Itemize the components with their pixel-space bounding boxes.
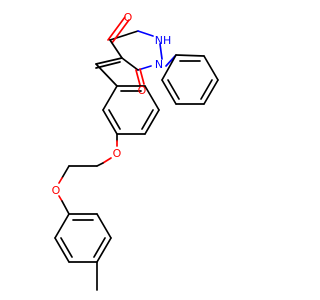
- phenylene-bond-4: [144, 109, 160, 135]
- bond-nh-n: [159, 43, 163, 60]
- carbonyl-bond-upper-2: [111, 19, 130, 44]
- tolyl-bond-6: [54, 213, 70, 239]
- phenylene-ring: [102, 85, 160, 135]
- phenyl-bond-2: [203, 55, 219, 81]
- bond-o2-aryl: [61, 200, 70, 215]
- phenyl-bond-3: [203, 79, 219, 105]
- atom-label-ether-o-1: O: [113, 147, 122, 160]
- tolyl-bond-5: [54, 237, 70, 263]
- benzylidene-link: [95, 39, 123, 87]
- carbonyl-bond-lower-2: [139, 68, 145, 85]
- phenylene-bond-5: [144, 85, 160, 111]
- bond-ch2-o2-red: [58, 177, 63, 184]
- phenylene-bond-1: [102, 85, 118, 111]
- bond-ch-aryl: [95, 63, 118, 87]
- phenyl-bond-1: [175, 54, 205, 57]
- bond-c5-c3: [121, 57, 139, 71]
- carbonyl-groups: [107, 16, 145, 86]
- bond-o1-ch2: [96, 162, 104, 167]
- tolyl-inner-2: [93, 237, 106, 258]
- bond-ch2-o2: [61, 165, 70, 179]
- phenyl-bond-6: [161, 54, 177, 81]
- phenyl-bond-5: [161, 79, 177, 105]
- bond-c4-nh: [137, 30, 154, 37]
- carbonyl-bond-upper-1: [107, 16, 126, 41]
- atom-labels: O O NH N O O: [52, 11, 172, 197]
- bond-o2-aryl-red: [58, 195, 63, 202]
- n-phenyl-ring: [161, 54, 219, 105]
- atom-label-carbonyl-o-lower: O: [138, 84, 147, 97]
- tolyl-bond-2: [96, 213, 112, 239]
- phenyl-inner-3: [167, 79, 180, 100]
- tolyl-inner-3: [60, 237, 73, 258]
- atom-label-n: N: [155, 58, 163, 71]
- phenylene-inner-2: [141, 109, 154, 130]
- phenyl-inner-2: [200, 79, 213, 100]
- bond-o1-ch2-red: [102, 157, 112, 164]
- tolyl-bond-3: [96, 237, 112, 263]
- atom-label-ether-o-2: O: [52, 184, 61, 197]
- phenylene-inner-1: [108, 109, 121, 130]
- tolyl-ring: [54, 213, 112, 291]
- exocyclic-double-bond-1: [95, 57, 123, 65]
- phenylene-bond-2: [102, 109, 118, 135]
- molecule-structure: O O NH N O O: [52, 11, 219, 291]
- atom-label-carbonyl-o-upper: O: [124, 11, 133, 24]
- carbonyl-bond-lower-1: [135, 69, 141, 86]
- bond-c3-c4ring: [109, 39, 123, 59]
- ether-chain: [58, 133, 118, 215]
- atom-label-nh: NH: [155, 34, 172, 47]
